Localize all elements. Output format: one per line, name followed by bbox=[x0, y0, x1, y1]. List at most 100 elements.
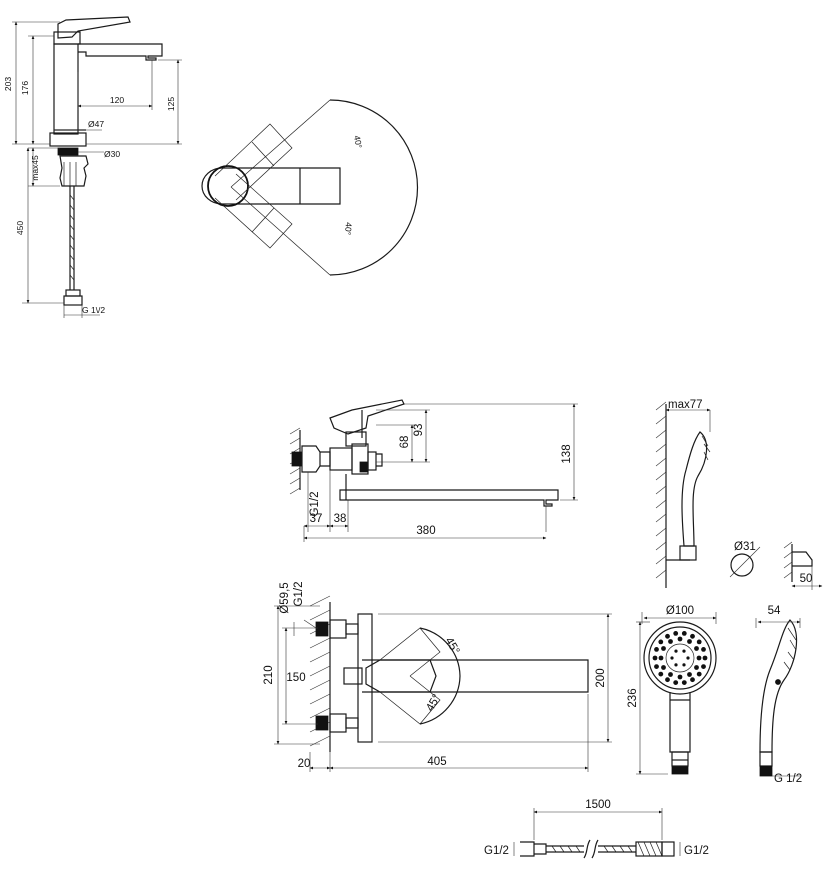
dim-d100-label: Ø100 bbox=[666, 605, 694, 617]
dim-d30-label: Ø30 bbox=[104, 149, 120, 159]
nozzle-dot bbox=[686, 656, 690, 660]
nozzle-dot bbox=[670, 656, 674, 660]
dim-210-label: 210 bbox=[263, 665, 275, 684]
nozzle-dot bbox=[654, 647, 659, 652]
holder-bracket bbox=[679, 545, 697, 561]
nozzle-dot bbox=[658, 671, 664, 677]
shower-head-side-view: 54 G 1/2 bbox=[755, 605, 802, 785]
dim-405-label: 405 bbox=[427, 756, 446, 768]
basin-fixing-sleeve bbox=[59, 155, 89, 187]
dim-g12-basin-label: G 1\/2 bbox=[82, 305, 105, 315]
nozzle-dot bbox=[694, 646, 699, 651]
shower-head-front-view: Ø100 236 bbox=[627, 605, 717, 775]
bath-mixer-top-view: 45° 45° 210 150 Ø59,5 G1/2 200 20 405 bbox=[263, 582, 612, 772]
basin-mixer-side-view: 203 176 120 125 Ø47 Ø30 max45 450 G 1\/2 bbox=[3, 16, 182, 318]
side-g12-label: G1/2 bbox=[309, 492, 321, 517]
nozzle-dot bbox=[668, 672, 673, 677]
nozzle-dot bbox=[661, 646, 666, 651]
side-eccentric-solid bbox=[291, 451, 303, 467]
dim-200-label: 200 bbox=[595, 668, 607, 687]
top-g12-label: G1/2 bbox=[293, 582, 305, 607]
shower-holder-side-view: max77 bbox=[655, 399, 711, 588]
nozzle-dot bbox=[677, 674, 683, 680]
dim-37-label: 37 bbox=[310, 513, 323, 525]
dim-20-label: 20 bbox=[298, 758, 311, 770]
nozzle-dot bbox=[696, 671, 702, 677]
rotation-angle-up: 40° bbox=[352, 135, 364, 149]
rotation-arc bbox=[329, 99, 419, 276]
dim-236-label: 236 bbox=[627, 688, 639, 707]
dim-176-label: 176 bbox=[20, 81, 30, 95]
dim-max77-label: max77 bbox=[668, 399, 703, 411]
side-spout bbox=[339, 489, 559, 507]
top-body bbox=[357, 613, 373, 743]
side-handset-nut bbox=[759, 765, 773, 777]
basin-body bbox=[53, 43, 79, 135]
hose-nut-right bbox=[661, 841, 675, 857]
nozzle-dot bbox=[681, 680, 687, 685]
nozzle-dot bbox=[668, 639, 673, 644]
dim-68-label: 68 bbox=[399, 436, 411, 449]
dim-d59-label: Ø59,5 bbox=[279, 582, 291, 613]
nozzle-dot bbox=[682, 649, 686, 653]
nozzle-dot bbox=[658, 655, 664, 661]
nozzle-dot bbox=[673, 680, 679, 685]
nozzle-dot bbox=[654, 664, 659, 669]
side-g12-label: G 1/2 bbox=[774, 773, 802, 785]
nozzle-dot bbox=[673, 631, 679, 636]
nozzle-dot bbox=[652, 655, 658, 661]
nozzle-dot bbox=[701, 647, 706, 652]
nozzle-dot bbox=[702, 655, 708, 661]
dim-120-label: 120 bbox=[110, 95, 124, 105]
nozzle-dot bbox=[661, 665, 666, 670]
hose-nut-left bbox=[520, 841, 535, 857]
nozzle-dot bbox=[682, 663, 686, 667]
holder-bracket-detail: 50 bbox=[783, 541, 823, 590]
top-spout bbox=[362, 659, 589, 693]
handle-center bbox=[201, 167, 341, 205]
dim-138-label: 138 bbox=[561, 444, 573, 463]
nozzle-dot bbox=[696, 639, 702, 645]
shower-handle bbox=[669, 692, 691, 753]
nozzle-dot bbox=[690, 677, 695, 683]
dim-150-label: 150 bbox=[286, 672, 305, 684]
dim-d47-label: Ø47 bbox=[88, 119, 104, 129]
dim-1500-label: 1500 bbox=[585, 799, 611, 811]
basin-rotation-top-view: 40° 40° bbox=[201, 99, 419, 276]
top-angle-down: 45° bbox=[424, 692, 443, 713]
dim-380-label: 380 bbox=[416, 525, 435, 537]
dim-50-label: 50 bbox=[800, 573, 813, 585]
shower-nozzles bbox=[652, 631, 708, 685]
side-handset bbox=[759, 619, 798, 753]
dim-93-label: 93 bbox=[413, 424, 425, 437]
nozzle-dot bbox=[677, 636, 683, 642]
nozzle-dot bbox=[674, 663, 678, 667]
nozzle-dot bbox=[696, 655, 702, 661]
nozzle-dot bbox=[665, 633, 670, 639]
shower-hose: 1500 G1/2 G1/2 bbox=[484, 799, 709, 859]
holder-handset bbox=[681, 431, 708, 547]
dim-d31-label: Ø31 bbox=[734, 541, 756, 553]
shower-handle-nut bbox=[671, 765, 689, 775]
bath-mixer-side-view: 93 68 138 G1/2 37 38 380 bbox=[289, 399, 578, 542]
basin-spout bbox=[78, 43, 163, 61]
dim-54-label: 54 bbox=[768, 605, 781, 617]
basin-hose-fitting bbox=[63, 295, 83, 306]
nozzle-dot bbox=[694, 665, 699, 670]
basin-lever bbox=[57, 16, 131, 39]
dim-450-label: 450 bbox=[15, 221, 25, 235]
nozzle-dot bbox=[687, 672, 692, 677]
top-angle-up: 45° bbox=[442, 636, 461, 657]
handle-base-circle bbox=[207, 165, 249, 207]
top-handle bbox=[365, 659, 437, 693]
rotation-angle-down: 40° bbox=[343, 222, 354, 236]
nozzle-dot bbox=[687, 639, 692, 644]
dim-38-label: 38 bbox=[334, 513, 347, 525]
basin-hose-nut bbox=[65, 289, 81, 297]
shower-face-outer bbox=[643, 621, 717, 695]
dim-203-label: 203 bbox=[3, 77, 13, 91]
nozzle-dot bbox=[681, 631, 687, 636]
hose-g12-left-label: G1/2 bbox=[484, 845, 509, 857]
holder-flange-circle: Ø31 bbox=[729, 541, 761, 578]
